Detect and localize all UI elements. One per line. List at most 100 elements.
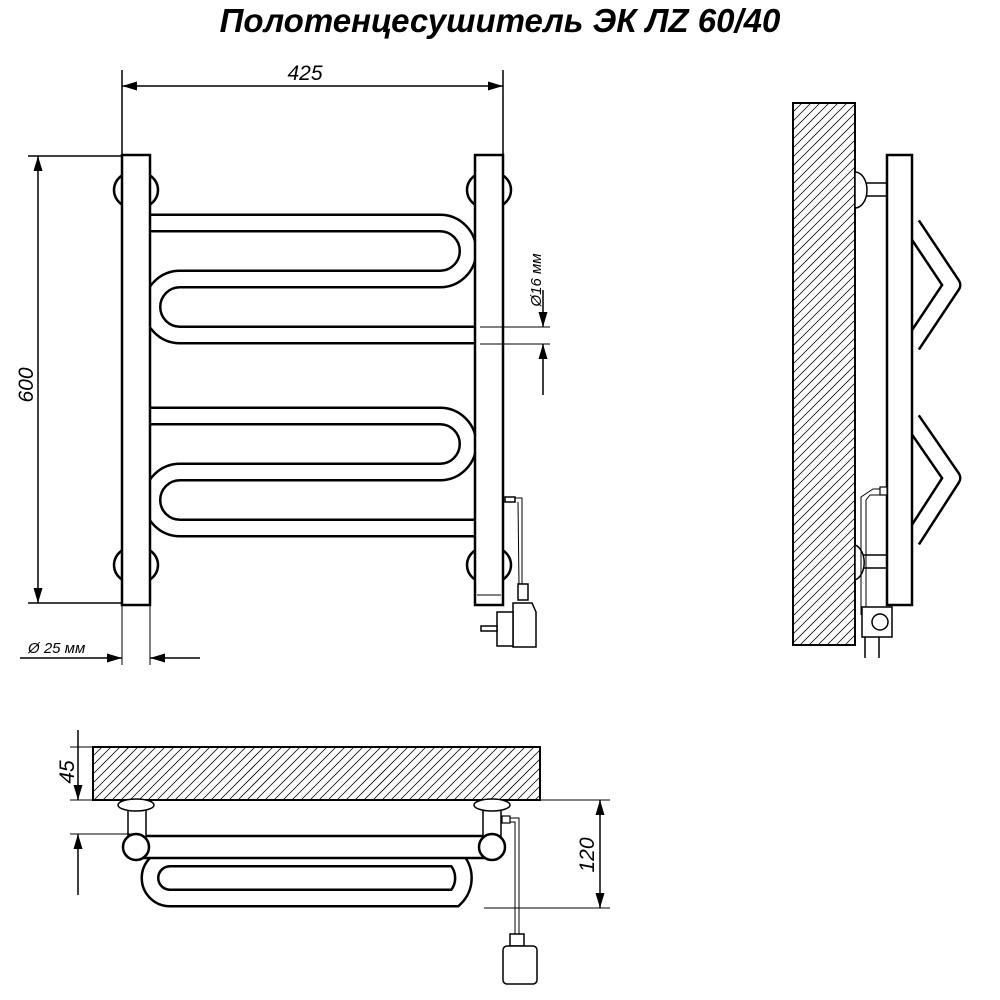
hatch-line bbox=[318, 746, 373, 801]
hatch-line bbox=[792, 355, 856, 419]
hatch-line bbox=[282, 746, 337, 801]
hatch-line bbox=[363, 746, 418, 801]
hatch-line bbox=[792, 490, 856, 554]
hatch-line bbox=[792, 508, 856, 572]
hatch-line bbox=[844, 634, 856, 646]
hatch-line bbox=[792, 517, 856, 581]
hatch-line bbox=[792, 102, 812, 122]
hatch-line bbox=[516, 776, 541, 801]
hatch-line bbox=[102, 746, 157, 801]
hatch-line bbox=[183, 746, 238, 801]
hatch-line bbox=[792, 499, 856, 563]
hatch-line bbox=[792, 157, 856, 221]
hatch-line bbox=[92, 746, 103, 757]
hatch-line bbox=[228, 746, 283, 801]
hatch-line bbox=[792, 102, 821, 131]
top-view: 45 120 bbox=[56, 730, 610, 985]
hatch-line bbox=[792, 580, 856, 644]
hatch-line bbox=[792, 102, 830, 140]
hatch-line bbox=[792, 121, 856, 185]
hatch-line bbox=[525, 785, 541, 801]
hatch-line bbox=[792, 175, 856, 239]
hatch-line bbox=[792, 562, 856, 626]
side-post bbox=[885, 153, 914, 607]
hatch-line bbox=[489, 749, 541, 801]
hatch-line bbox=[291, 746, 346, 801]
hatch-line bbox=[792, 571, 856, 635]
top-plug bbox=[502, 945, 538, 985]
hatch-line bbox=[792, 166, 856, 230]
hatch-line bbox=[835, 625, 856, 646]
left-post bbox=[120, 153, 152, 607]
hatch-line bbox=[792, 427, 856, 491]
hatch-line bbox=[792, 400, 856, 464]
hatch-line bbox=[264, 746, 319, 801]
hatch-line bbox=[129, 746, 184, 801]
hatch-line bbox=[792, 103, 856, 167]
drawing-title: Полотенцесушитель ЭК ЛZ 60/40 bbox=[220, 2, 781, 39]
hatch-line bbox=[92, 746, 121, 775]
hatch-line bbox=[792, 463, 856, 527]
wall-section bbox=[792, 102, 856, 646]
post-top bbox=[477, 832, 507, 862]
hatch-line bbox=[817, 607, 856, 646]
hatch-line bbox=[792, 328, 856, 392]
hatch-line bbox=[246, 746, 301, 801]
hatch-line bbox=[792, 535, 856, 599]
hatch-line bbox=[507, 767, 541, 801]
hatch-line bbox=[120, 746, 175, 801]
hatch-line bbox=[792, 265, 856, 329]
hatch-line bbox=[498, 758, 541, 801]
serpentine-tubes bbox=[142, 213, 480, 538]
hatch-line bbox=[453, 746, 508, 801]
hatch-line bbox=[792, 274, 856, 338]
hatch-line bbox=[237, 746, 292, 801]
hatch-line bbox=[808, 598, 856, 646]
hatch-line bbox=[92, 746, 112, 766]
hatch-line bbox=[345, 746, 400, 801]
hatch-line bbox=[93, 746, 148, 801]
hatch-line bbox=[219, 746, 274, 801]
hatch-line bbox=[327, 746, 382, 801]
hatch-line bbox=[792, 445, 856, 509]
hatch-line bbox=[210, 746, 265, 801]
hatch-line bbox=[381, 746, 436, 801]
hatch-line bbox=[792, 102, 839, 149]
hatch-line bbox=[792, 184, 856, 248]
wall-thickness-label: 45 bbox=[56, 760, 79, 784]
power-cord-plug bbox=[480, 496, 537, 648]
hatch-line bbox=[300, 746, 355, 801]
hatch-line bbox=[792, 409, 856, 473]
hatch-line bbox=[372, 746, 427, 801]
hatch-line bbox=[792, 256, 856, 320]
hatch-line bbox=[444, 746, 499, 801]
hatch-line bbox=[792, 102, 848, 158]
hatch-line bbox=[792, 148, 856, 212]
hatch-line bbox=[792, 238, 856, 302]
hatch-line bbox=[92, 746, 130, 784]
hatch-line bbox=[426, 746, 481, 801]
hatch-line bbox=[399, 746, 454, 801]
wall-section-top bbox=[92, 746, 541, 801]
hatch-line bbox=[792, 292, 856, 356]
hatch-line bbox=[792, 391, 856, 455]
top-rail bbox=[133, 834, 492, 860]
tube-diameter-label: Ø16 мм bbox=[528, 253, 545, 307]
hatch-line bbox=[792, 202, 856, 266]
hatch-line bbox=[792, 526, 856, 590]
hatch-line bbox=[792, 418, 856, 482]
front-view: 425 600 Ø16 мм Ø 25 мм bbox=[15, 62, 550, 665]
hatch-line bbox=[273, 746, 328, 801]
hatch-line bbox=[826, 616, 856, 646]
hatch-line bbox=[792, 472, 856, 536]
hatch-line bbox=[792, 193, 856, 257]
post-top bbox=[121, 832, 151, 862]
right-post bbox=[473, 153, 505, 607]
hatch-line bbox=[792, 382, 856, 446]
hatch-line bbox=[417, 746, 472, 801]
hatch-line bbox=[799, 589, 856, 646]
hatch-line bbox=[390, 746, 445, 801]
hatch-line bbox=[147, 746, 202, 801]
hatch-line bbox=[480, 746, 535, 801]
